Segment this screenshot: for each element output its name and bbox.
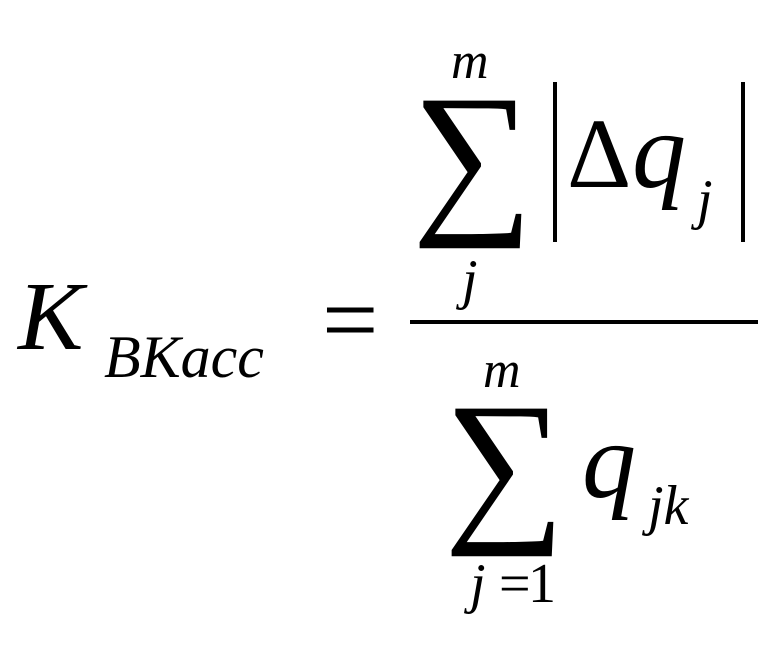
denominator-upper-limit: m (483, 342, 521, 399)
numerator-upper-limit: m (451, 33, 489, 90)
numerator-lower-limit: j (462, 249, 478, 311)
abs-bar-left (553, 82, 557, 242)
denominator-lower-equals: = (499, 553, 531, 615)
denominator-sum-symbol: ∑ (444, 369, 566, 557)
lhs-symbol: K (18, 263, 84, 371)
numerator-variable: q (632, 92, 686, 211)
denominator-subscript: jk (648, 475, 689, 537)
denominator-variable: q (582, 402, 636, 521)
denominator-lower-index: j (470, 553, 486, 615)
lhs-subscript: BKacc (104, 324, 264, 390)
numerator-sum-symbol: ∑ (412, 61, 534, 249)
numerator-delta: Δ (567, 98, 632, 209)
equals-sign: = (322, 264, 379, 375)
abs-bar-right (741, 82, 745, 242)
numerator-subscript: j (697, 169, 713, 231)
denominator-lower-value: 1 (528, 553, 556, 615)
fraction-bar (410, 320, 758, 324)
